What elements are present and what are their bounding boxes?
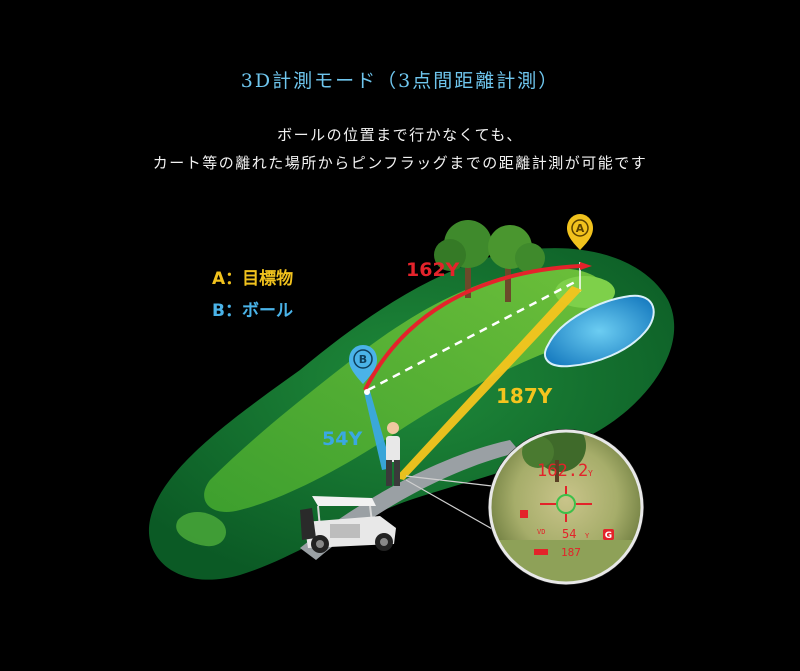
- course-fairway: [204, 268, 609, 512]
- dashed-ball-to-flag: [367, 280, 576, 392]
- viewfinder-third-reading: 187: [561, 546, 581, 559]
- rangefinder-viewfinder: 162.2 Y 54 Y 187 VD G: [488, 429, 644, 585]
- marker-b-letter: B: [359, 353, 367, 366]
- viewfinder-second-reading: 54: [562, 527, 576, 541]
- beam-cart-to-flag: [395, 286, 582, 480]
- viewfinder-main-reading: 162.2: [537, 461, 588, 481]
- description-line-2: カート等の離れた場所からピンフラッグまでの距離計測が可能です: [152, 154, 648, 172]
- arc-cart-to-flag: [363, 264, 581, 391]
- viewfinder-connector-upper: [405, 475, 493, 487]
- golf-cart: [300, 496, 396, 553]
- viewfinder-connector-lower: [405, 479, 495, 531]
- marker-b-pin: B: [349, 345, 377, 384]
- golf-ball: [364, 389, 370, 395]
- golfer-figure: [386, 422, 400, 486]
- tee-box: [176, 511, 227, 547]
- page-title: 3D計測モード（3点間距離計測）: [240, 70, 560, 92]
- distance-label-cart-to-ball: 54Y: [322, 428, 363, 450]
- viewfinder-g-badge: G: [605, 531, 612, 541]
- viewfinder-second-unit: Y: [585, 532, 590, 540]
- legend-a-target: A：目標物: [212, 269, 294, 289]
- viewfinder-mode-tag: VD: [537, 528, 545, 536]
- marker-a-pin: A: [567, 214, 593, 250]
- tree-cluster: [434, 220, 545, 302]
- beam-cart-to-ball: [364, 391, 392, 470]
- description-line-1: ボールの位置まで行かなくても、: [277, 126, 523, 144]
- pin-flag: [580, 262, 592, 270]
- viewfinder-g-badge-box: [603, 529, 614, 540]
- legend-b-ball: B：ボール: [212, 301, 293, 321]
- viewfinder-main-unit: Y: [588, 469, 593, 478]
- distance-label-cart-to-flag: 162Y: [406, 259, 460, 281]
- marker-a-letter: A: [576, 222, 585, 235]
- water-hazard: [543, 294, 655, 368]
- distance-label-ball-to-flag: 187Y: [496, 384, 553, 408]
